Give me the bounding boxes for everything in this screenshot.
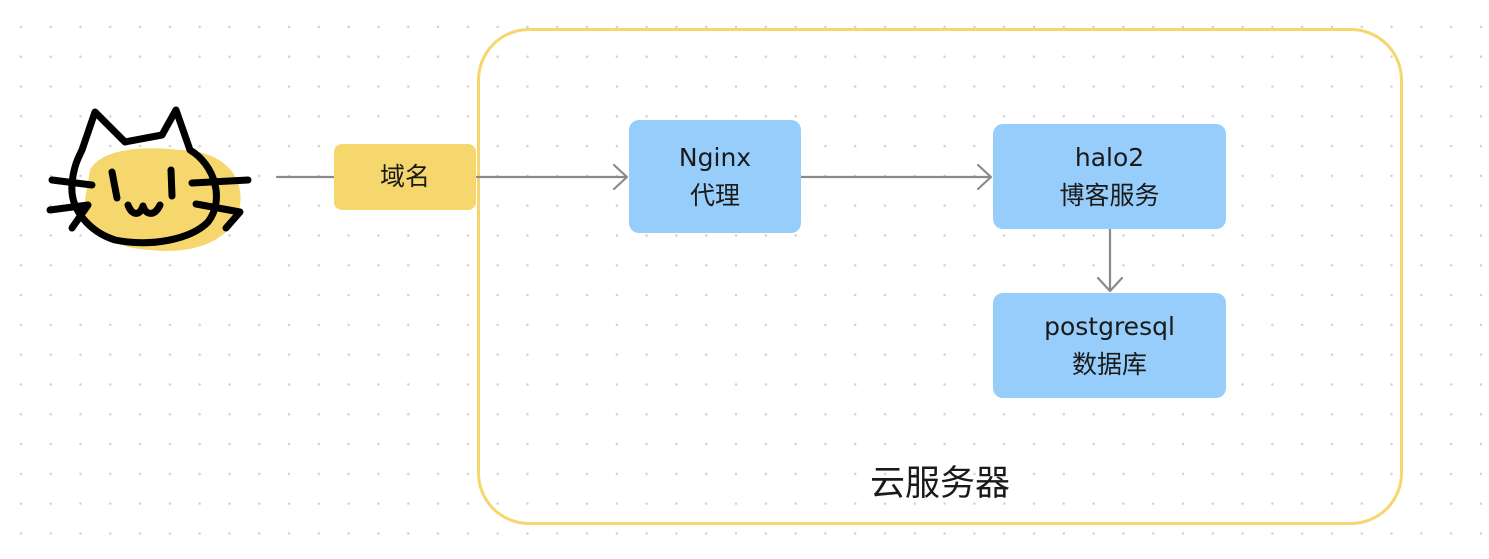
- postgres-node-subtitle: 数据库: [1071, 349, 1147, 379]
- edge-domain-to-nginx-arrowhead: [612, 163, 629, 191]
- cloud-server-label: 云服务器: [869, 464, 1010, 504]
- nginx-node-title: Nginx: [678, 142, 752, 172]
- cat-whisker-right-bottom: [192, 200, 244, 232]
- cat-right-eye: [167, 166, 176, 200]
- halo-node-title: halo2: [1074, 142, 1145, 172]
- nginx-node: Nginx 代理: [629, 120, 801, 233]
- cloud-server-group: [477, 28, 1403, 525]
- postgres-node: postgresql 数据库: [993, 293, 1226, 398]
- cat-mouth: [124, 201, 164, 217]
- cat-face-icon: [46, 106, 252, 251]
- cat-whisker-left-bottom: [46, 201, 92, 232]
- halo-node-subtitle: 博客服务: [1059, 180, 1160, 210]
- nginx-node-subtitle: 代理: [689, 180, 740, 210]
- cat-whisker-left-top: [48, 176, 96, 189]
- edge-halo-to-postgres-arrowhead: [1096, 276, 1124, 293]
- cat-whisker-right-top: [188, 176, 252, 187]
- domain-node: 域名: [334, 144, 476, 210]
- domain-node-label: 域名: [379, 162, 430, 191]
- halo-node: halo2 博客服务: [993, 124, 1226, 229]
- edge-nginx-to-halo-arrowhead: [976, 163, 993, 191]
- postgres-node-title: postgresql: [1044, 311, 1175, 341]
- cat-left-eye: [108, 168, 121, 202]
